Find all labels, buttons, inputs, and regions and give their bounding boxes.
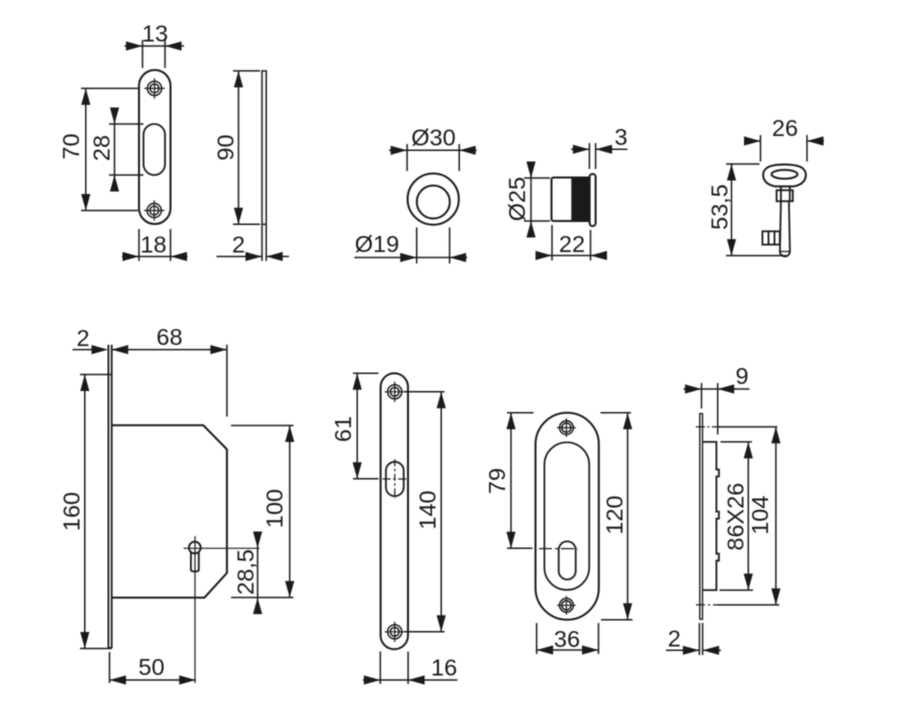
svg-text:2: 2 <box>668 625 681 651</box>
svg-text:100: 100 <box>262 489 288 528</box>
svg-text:2: 2 <box>76 325 89 351</box>
svg-text:70: 70 <box>58 133 84 159</box>
svg-text:Ø19: Ø19 <box>355 231 399 257</box>
svg-text:61: 61 <box>330 416 356 442</box>
svg-text:68: 68 <box>156 324 182 350</box>
svg-text:13: 13 <box>142 20 168 46</box>
svg-text:28,5: 28,5 <box>233 549 259 595</box>
svg-text:140: 140 <box>415 490 441 529</box>
svg-text:Ø30: Ø30 <box>411 125 455 151</box>
svg-text:90: 90 <box>213 134 239 160</box>
svg-text:86X26: 86X26 <box>722 483 748 551</box>
svg-text:36: 36 <box>554 626 580 652</box>
svg-text:22: 22 <box>559 231 585 257</box>
svg-text:3: 3 <box>614 124 627 150</box>
svg-text:9: 9 <box>735 363 748 389</box>
svg-text:2: 2 <box>232 232 245 258</box>
svg-text:Ø25: Ø25 <box>504 177 530 221</box>
svg-text:53,5: 53,5 <box>707 184 733 230</box>
svg-text:26: 26 <box>772 115 798 141</box>
svg-text:18: 18 <box>140 232 166 258</box>
svg-text:50: 50 <box>138 654 164 680</box>
svg-text:160: 160 <box>59 492 85 531</box>
svg-text:120: 120 <box>602 495 628 534</box>
svg-text:104: 104 <box>747 496 773 535</box>
svg-text:79: 79 <box>484 468 510 494</box>
svg-text:28: 28 <box>89 135 115 161</box>
svg-text:16: 16 <box>431 654 457 680</box>
